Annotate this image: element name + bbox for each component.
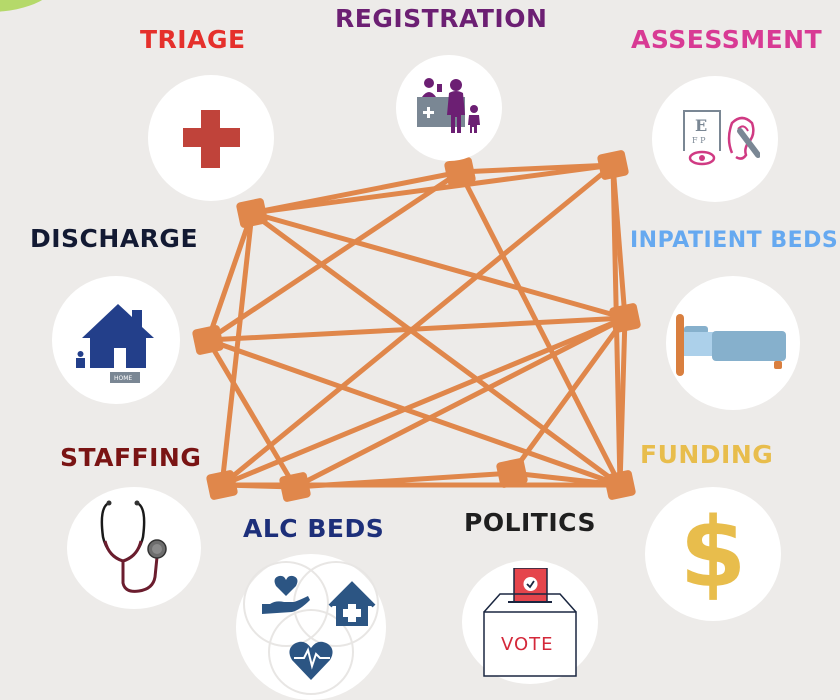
bed-icon [676, 314, 786, 376]
eye-chart-ear-exam-icon: E F P [683, 110, 760, 166]
network-edge [249, 210, 623, 488]
label-funding: FUNDING [640, 440, 774, 469]
discharge-circle: HOME [52, 276, 180, 404]
svg-text:E: E [695, 116, 707, 135]
heart-in-hand-icon [262, 575, 310, 614]
network-edge [249, 210, 628, 321]
red-cross-icon [183, 110, 240, 168]
label-politics: POLITICS [464, 508, 596, 537]
label-assessment: ASSESSMENT [631, 25, 823, 54]
medical-home-icon [328, 581, 376, 626]
network-edge [219, 162, 616, 488]
network-edge [292, 315, 628, 490]
ballot-box-icon: VOTE [483, 568, 577, 677]
label-inpatient-beds: INPATIENT BEDS [630, 228, 839, 253]
alc-beds-circle [236, 554, 386, 700]
funding-circle: $ [645, 487, 781, 621]
inpatient-beds-circle [666, 276, 800, 410]
home-icon: HOME [76, 304, 154, 383]
network-edge [205, 315, 628, 343]
registration-desk-family-icon [417, 78, 480, 133]
vote-text: VOTE [501, 634, 554, 655]
network-node [444, 157, 476, 187]
stethoscope-icon [100, 500, 167, 593]
network-node [609, 303, 641, 333]
network-node [597, 150, 629, 180]
care-home-heart-icons [243, 561, 379, 695]
svg-text:F P: F P [692, 136, 706, 145]
network-node [236, 198, 268, 228]
network-edge [205, 169, 463, 343]
registration-circle [396, 55, 502, 161]
label-alc-beds: ALC BEDS [243, 514, 385, 543]
network-node [279, 472, 311, 502]
network-node [604, 470, 636, 500]
network-node [206, 470, 238, 500]
network-edge [219, 315, 628, 488]
network-edge [205, 337, 298, 490]
network-edge [205, 210, 255, 343]
staffing-circle [67, 487, 201, 609]
label-discharge: DISCHARGE [30, 224, 199, 253]
network-edge [509, 315, 628, 476]
heartbeat-icon [289, 641, 333, 680]
label-registration: REGISTRATION [335, 4, 548, 33]
network-edge [617, 315, 628, 488]
triage-circle [148, 75, 274, 201]
label-staffing: STAFFING [60, 443, 202, 472]
network-node [496, 458, 528, 488]
dollar-sign-icon: $ [679, 497, 747, 609]
network-node [192, 325, 224, 355]
label-triage: TRIAGE [140, 25, 246, 54]
network-edge [457, 169, 623, 488]
politics-circle: VOTE [462, 560, 598, 684]
assessment-circle: E F P [652, 76, 778, 202]
network-edge [457, 162, 616, 175]
network-edge [205, 337, 623, 488]
home-sign-text: HOME [114, 375, 132, 382]
